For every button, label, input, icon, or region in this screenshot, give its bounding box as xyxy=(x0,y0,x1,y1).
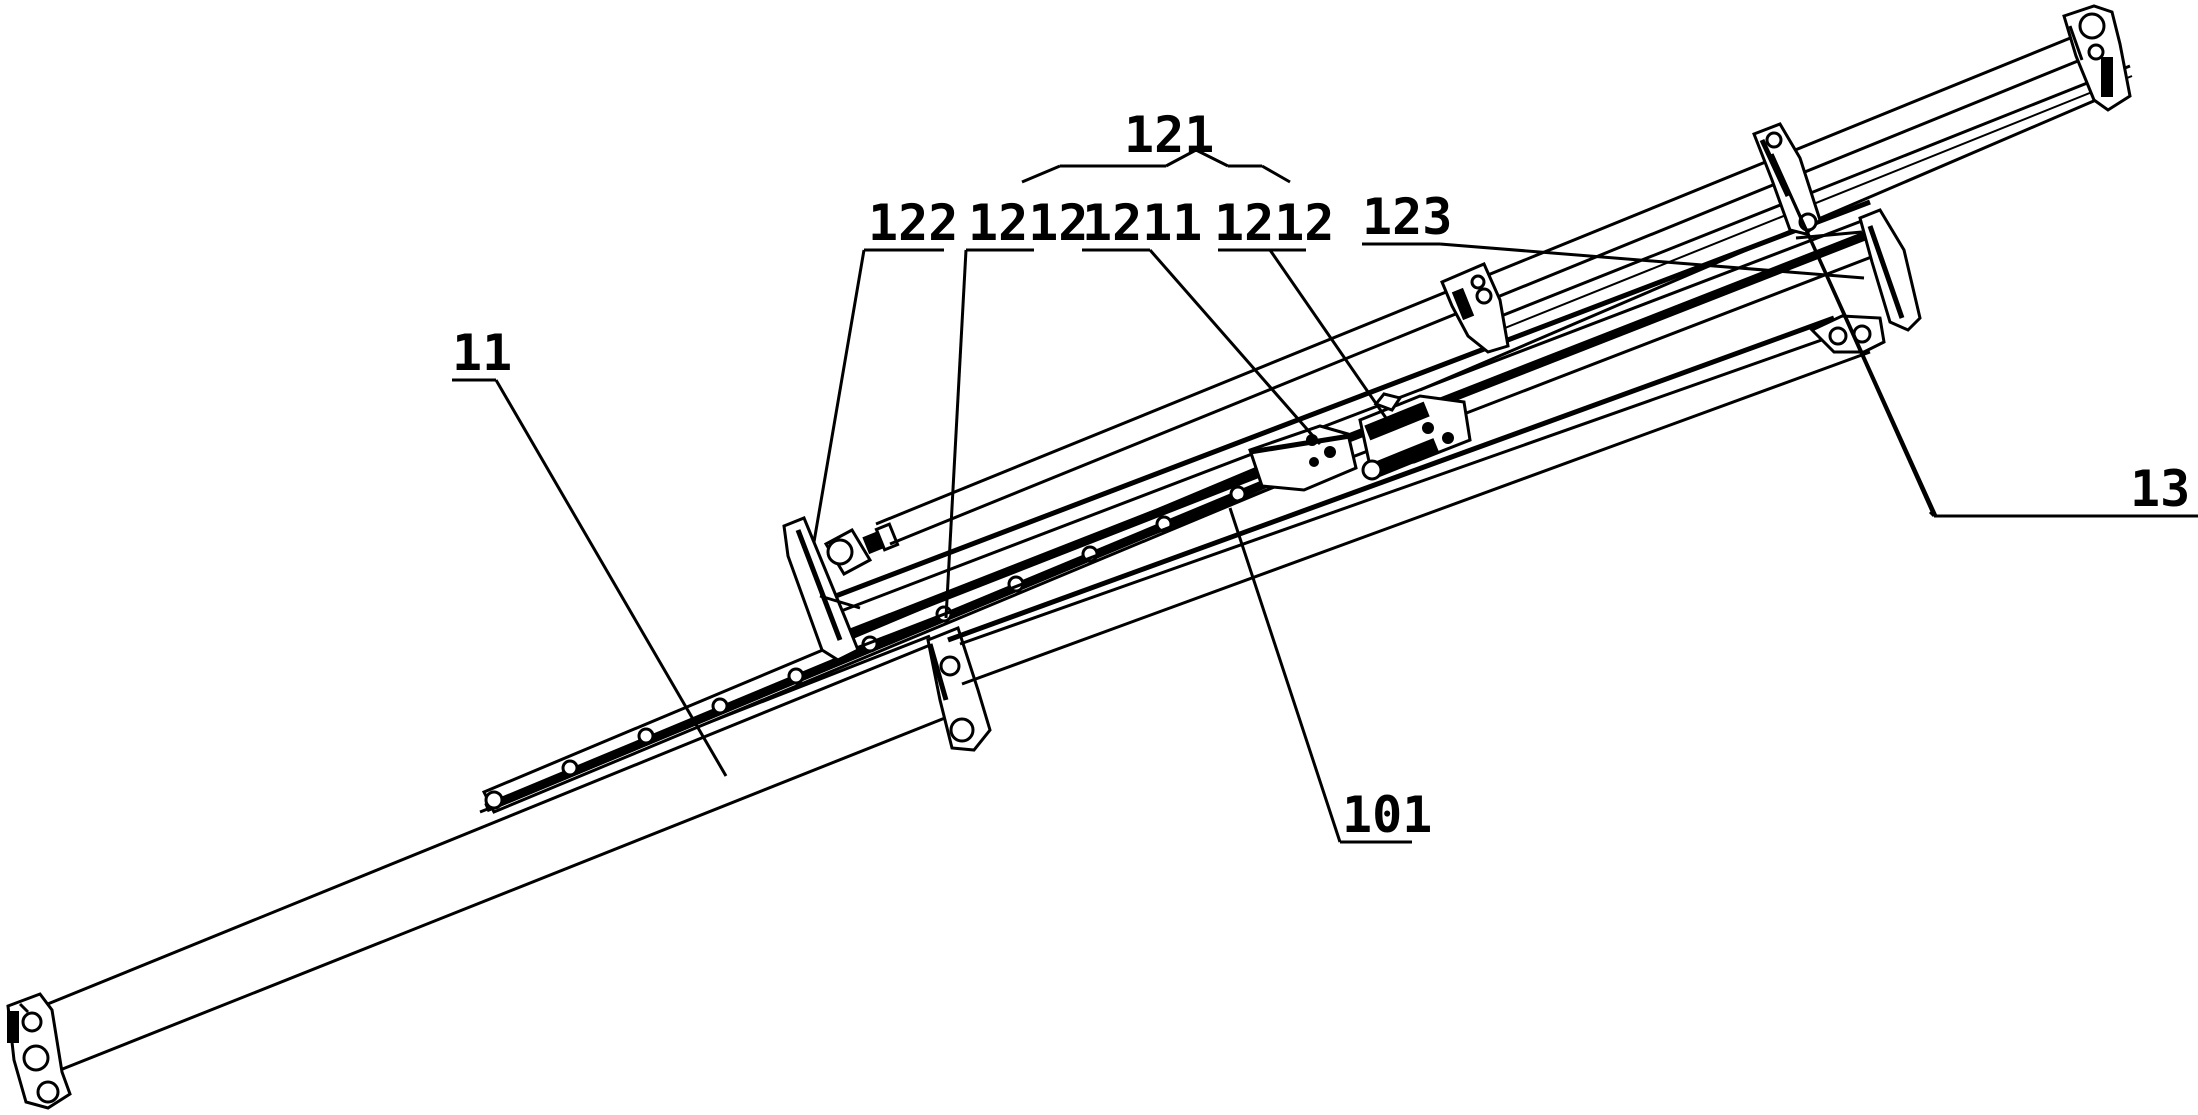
label-13: 13 xyxy=(2130,460,2190,518)
label-122: 122 xyxy=(868,194,958,252)
label-1212-right: 1212 xyxy=(1214,194,1334,252)
slider-1211 xyxy=(1248,424,1358,492)
label-1211: 1211 xyxy=(1082,194,1202,252)
label-11: 11 xyxy=(452,324,512,382)
label-123: 123 xyxy=(1362,188,1452,246)
reference-labels: 121 122 1212 1211 1212 123 11 13 101 xyxy=(452,106,2190,844)
label-101: 101 xyxy=(1342,786,1432,844)
rail-11 xyxy=(6,634,961,1110)
leader-lines xyxy=(452,148,2198,844)
rail-13 xyxy=(875,4,2133,546)
rail-101 xyxy=(947,314,1886,686)
carrier-assembly xyxy=(782,199,1922,662)
mid-clamp-lower xyxy=(926,626,992,752)
label-1212-left: 1212 xyxy=(968,194,1088,252)
label-121: 121 xyxy=(1124,106,1214,164)
block-123 xyxy=(1440,262,1510,354)
